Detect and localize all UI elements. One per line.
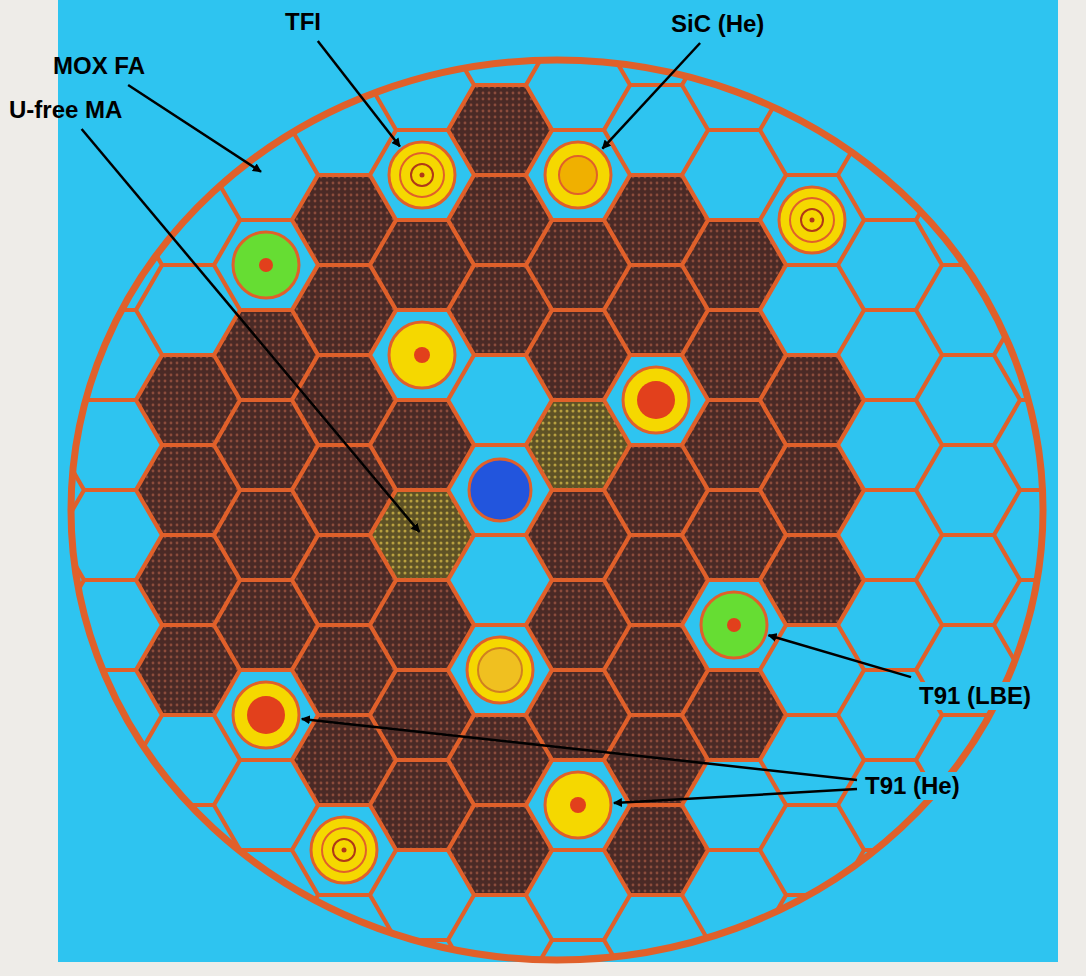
leader-line [614,789,857,803]
t91-he-channel [233,682,299,748]
label-holder: U-free MA [6,96,125,124]
t91-he-channel [623,367,689,433]
fuel-hex [995,581,1086,669]
vessel-wall [71,60,1043,960]
part-label: T91 (LBE) [916,682,1034,710]
sic-channel [545,142,611,208]
part-label: T91 (He) [862,772,963,800]
tfi-ring [790,198,834,242]
tfi-core [420,173,425,178]
t91-sample [259,258,273,272]
part-label: SiC (He) [668,10,767,38]
fuel-hex [683,941,785,976]
leader-line [128,85,261,172]
t91-sample [637,381,675,419]
sic-sample [559,156,597,194]
t91-sample [727,618,741,632]
fuel-hex [0,356,83,444]
fuel-hex [839,131,941,219]
part-label: TFI [282,8,324,36]
leader-line [602,43,700,149]
t91-sample [570,797,586,813]
label-holder: MOX FA [50,52,148,80]
label-holder: SiC (He) [668,10,767,38]
t91-sample [247,696,285,734]
label-holder: T91 (He) [862,772,963,800]
label-holder: T91 (LBE) [916,682,1034,710]
leader-line [318,41,400,147]
tfi-ring [400,153,444,197]
leader-line [82,129,420,532]
tfi-core [342,848,347,853]
t91-sample [414,347,430,363]
leader-line [769,635,912,677]
tfi-ring [411,164,433,186]
t91-he-channel [389,322,455,388]
t91-lbe-channel [233,232,299,298]
tfi-channel [779,187,845,253]
tfi-core [810,218,815,223]
tfi-channel [311,817,377,883]
tfi-ring [333,839,355,861]
t91-he-channel [545,772,611,838]
water-ground [58,0,1058,962]
label-holder: TFI [282,8,324,36]
part-label: U-free MA [6,96,125,124]
leader-lines [82,41,911,803]
t91-sample [478,648,522,692]
leader-line [302,719,857,780]
fuel-hex [215,41,317,129]
t91-lbe-channel [701,592,767,658]
t91-he-channel [467,637,533,703]
tfi-ring [322,828,366,872]
fuel-hex [995,311,1086,399]
tfi-channel [389,142,455,208]
part-label: MOX FA [50,52,148,80]
central-channel [469,459,531,521]
tfi-ring [801,209,823,231]
